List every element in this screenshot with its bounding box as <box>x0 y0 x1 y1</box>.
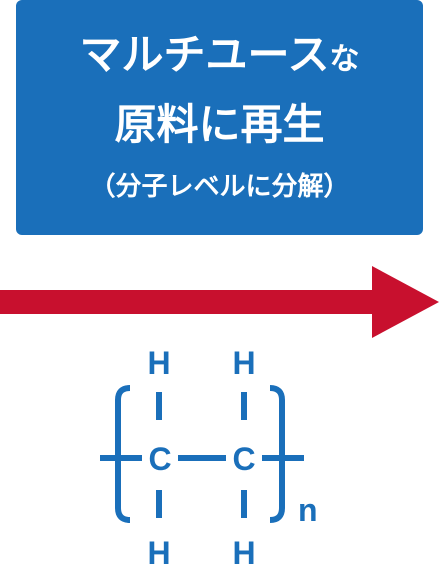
hydrogen-bottom-right: H <box>232 535 255 569</box>
bond-bottom-right <box>241 490 247 518</box>
hydrogen-top-right: H <box>232 345 255 381</box>
bond-top-right <box>241 392 247 420</box>
bond-right-outer <box>262 455 304 461</box>
polyethylene-structure: H H C C n H H <box>100 345 318 569</box>
bracket-left <box>115 385 131 523</box>
bond-left-outer <box>100 455 142 461</box>
carbon-right: C <box>232 441 255 477</box>
hydrogen-top-left: H <box>147 345 170 381</box>
title-line-1-suffix: な <box>329 42 360 77</box>
right-arrow-icon <box>0 266 439 338</box>
bond-c-c <box>178 455 226 461</box>
bond-top-left <box>156 392 162 420</box>
subscript-n: n <box>298 492 318 528</box>
title-box: マルチユースな 原料に再生 （分子レベルに分解） <box>16 0 423 235</box>
bond-bottom-left <box>156 490 162 518</box>
title-line-3: （分子レベルに分解） <box>89 172 350 202</box>
arrow-shaft <box>0 290 378 314</box>
hydrogen-bottom-left: H <box>147 535 170 569</box>
bracket-right <box>269 385 285 523</box>
title-line-1: マルチユースな <box>16 30 423 85</box>
arrow-head <box>372 266 439 338</box>
carbon-left: C <box>148 441 171 477</box>
title-line-1-main: マルチユース <box>79 30 330 79</box>
title-line-2: 原料に再生 <box>114 100 325 149</box>
